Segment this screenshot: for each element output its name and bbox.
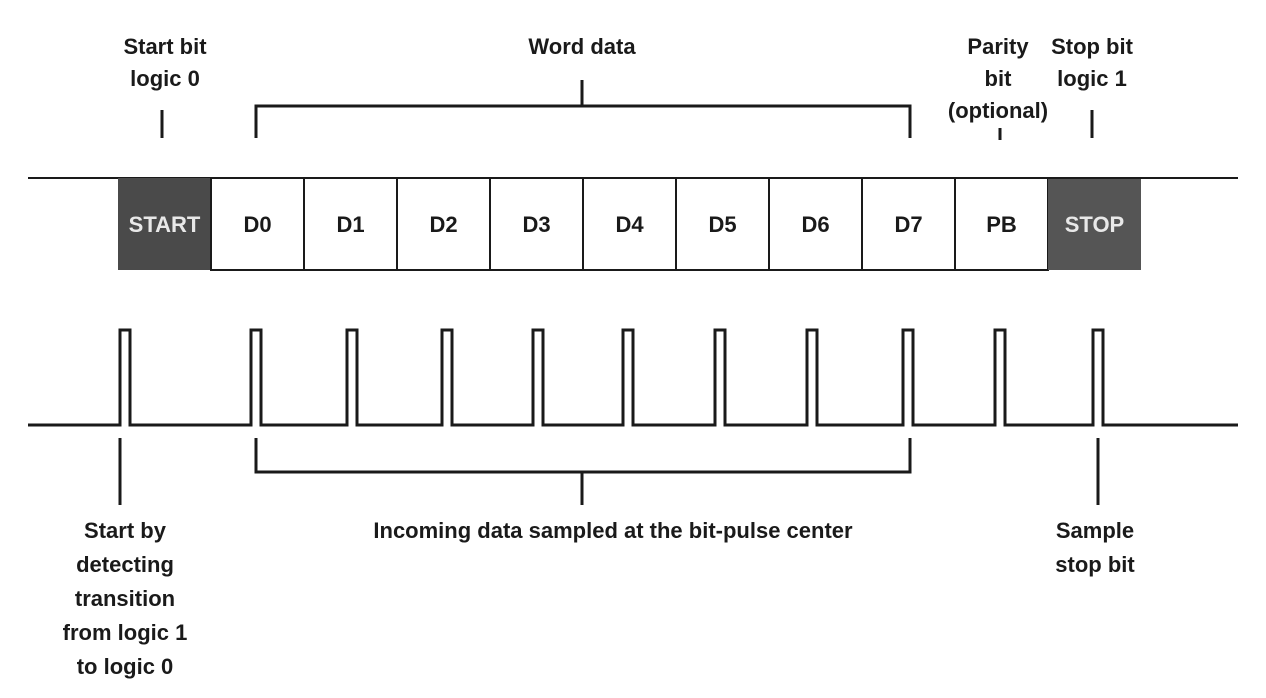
- incoming-data-label: Incoming data sampled at the bit-pulse c…: [373, 518, 853, 543]
- parity-label-line-3: (optional): [948, 98, 1048, 123]
- start-bit-label-line-2: logic 0: [130, 66, 200, 91]
- frame-cell-label-start: START: [129, 212, 201, 237]
- frame-cell-pb: [954, 177, 1049, 271]
- start-detect-line-4: from logic 1: [63, 620, 188, 645]
- frame-cell-d0: [210, 177, 305, 271]
- stop-bit-label-line-2: logic 1: [1057, 66, 1127, 91]
- frame-cell-d2: [396, 177, 491, 271]
- stop-bit-label-line-1: Stop bit: [1051, 34, 1134, 59]
- frame-cell-d5: [675, 177, 770, 271]
- frame-cell-d1: [303, 177, 398, 271]
- frame-row: START D0 D1 D2 D3 D4 D5 D6 D7 PB STOP: [28, 177, 1238, 271]
- frame-cell-label-d5: D5: [708, 212, 736, 237]
- sample-stop-label: Sample stop bit: [1055, 518, 1135, 577]
- frame-cell-label-d7: D7: [894, 212, 922, 237]
- word-data-label: Word data: [528, 34, 636, 59]
- frame-cell-label-d2: D2: [429, 212, 457, 237]
- start-detect-line-1: Start by: [84, 518, 167, 543]
- incoming-data-bracket: [254, 438, 912, 505]
- sample-stop-line-2: stop bit: [1055, 552, 1135, 577]
- start-detect-line-5: to logic 0: [77, 654, 174, 679]
- stop-bit-label: Stop bit logic 1: [1051, 34, 1134, 91]
- parity-label-line-2: bit: [985, 66, 1013, 91]
- start-detect-label: Start by detecting transition from logic…: [63, 518, 188, 679]
- word-data-bracket: [254, 80, 912, 138]
- frame-cell-label-d6: D6: [801, 212, 829, 237]
- parity-bit-label: Parity bit (optional): [948, 34, 1048, 123]
- frame-cell-label-d0: D0: [243, 212, 271, 237]
- frame-cell-label-d1: D1: [336, 212, 364, 237]
- start-detect-line-3: transition: [75, 586, 175, 611]
- frame-cell-d4: [582, 177, 677, 271]
- frame-cell-label-stop: STOP: [1065, 212, 1125, 237]
- frame-cell-d3: [489, 177, 584, 271]
- frame-cell-label-d3: D3: [522, 212, 550, 237]
- frame-cell-label-d4: D4: [615, 212, 644, 237]
- start-bit-label: Start bit logic 0: [123, 34, 207, 91]
- frame-cell-stop: [1048, 178, 1141, 270]
- sample-stop-line-1: Sample: [1056, 518, 1134, 543]
- parity-label-line-1: Parity: [967, 34, 1029, 59]
- start-bit-label-line-1: Start bit: [123, 34, 207, 59]
- frame-cell-label-pb: PB: [986, 212, 1017, 237]
- frame-cell-start: [118, 178, 211, 270]
- start-detect-line-2: detecting: [76, 552, 174, 577]
- sampling-pulse-waveform: [28, 328, 1238, 427]
